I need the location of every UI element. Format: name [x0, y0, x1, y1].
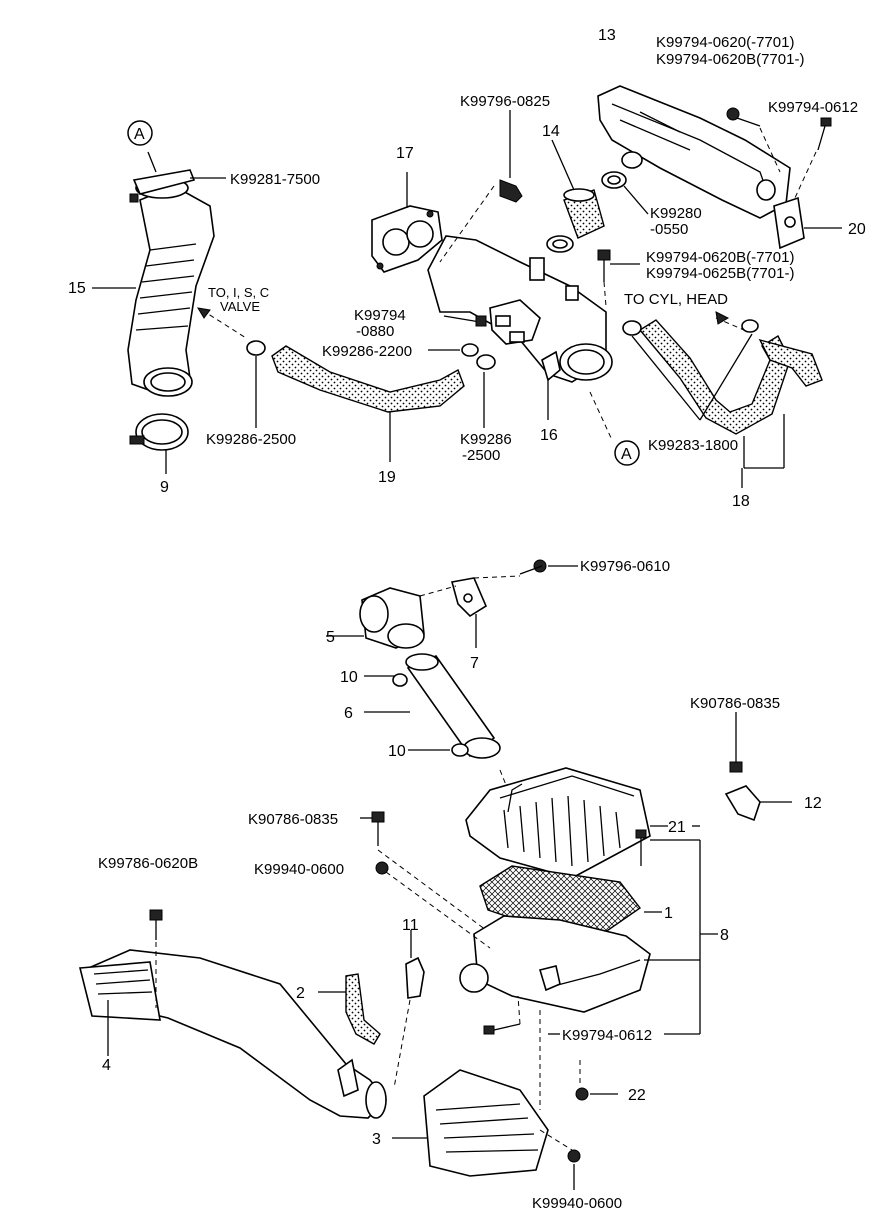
part-14-hose [563, 188, 605, 239]
circle-a-bottom-ring [614, 440, 640, 466]
callout-10-upper: 10 [340, 669, 358, 686]
part-20-bracket [773, 196, 805, 250]
clamp-k99280-b [546, 235, 574, 253]
callout-18: 18 [732, 493, 750, 510]
callout-7: 7 [470, 655, 479, 672]
label-valve: VALVE [220, 299, 260, 314]
bolt-k90786-0835-right [729, 712, 743, 773]
callout-5: 5 [326, 629, 335, 646]
label-k99283-1800: K99283-1800 [648, 437, 738, 454]
part-6-duct [405, 653, 501, 759]
part-5-air-flow-meter [359, 587, 425, 649]
callout-9: 9 [160, 479, 169, 496]
clamp-k99286-2500-mid [476, 354, 496, 370]
part-7-bracket [450, 577, 488, 618]
label-k99786-0620b: K99786-0620B [98, 855, 198, 872]
label-k99286-2500-left: K99286-2500 [206, 431, 296, 448]
label-k99796-0825: K99796-0825 [460, 93, 550, 110]
part-16-intake-pipe [427, 235, 613, 383]
callout-11: 11 [402, 917, 419, 934]
part-13-resonator [597, 85, 791, 219]
nut-k99940-0600-bottom [567, 1149, 581, 1163]
label-to-cyl-head: TO CYL, HEAD [624, 291, 728, 308]
nut-k99940-0600-top [375, 861, 389, 875]
clamp-k99286-2500-left [246, 340, 266, 356]
label-k99794-0625b: K99794-0625B(7701-) [646, 265, 794, 282]
callout-6: 6 [344, 705, 353, 722]
label-k99940-0600-bottom: K99940-0600 [532, 1195, 622, 1212]
label-k99794-0880-suffix: -0880 [356, 323, 394, 340]
part-9-clamp [129, 413, 189, 451]
callout-14: 14 [542, 123, 560, 140]
label-k99796-0610: K99796-0610 [580, 558, 670, 575]
callout-15: 15 [68, 280, 86, 297]
label-k99794-0620-7701: K99794-0620(-7701) [656, 34, 794, 51]
label-k99286-2200: K99286-2200 [322, 343, 412, 360]
part-10-clamp-lower [451, 743, 469, 757]
callout-17: 17 [396, 145, 414, 162]
label-k99281-7500: K99281-7500 [230, 171, 320, 188]
label-k99794-0880: K99794 [354, 307, 406, 324]
part-12-bracket [724, 785, 761, 822]
part-21-bolt [635, 829, 647, 866]
part-15-air-hose [127, 177, 215, 397]
part-17-gasket [371, 205, 443, 273]
circle-a-bottom-letter: A [621, 446, 632, 463]
air-cleaner-case [459, 915, 651, 1013]
callout-19: 19 [378, 469, 396, 486]
callout-20: 20 [848, 221, 866, 238]
bolt-k99796-0825 [499, 110, 523, 203]
label-k99794-0612-top: K99794-0612 [768, 99, 858, 116]
callout-21: 21 [668, 819, 686, 836]
bolt-k99794-0612-bottom [483, 1023, 521, 1035]
callout-3: 3 [372, 1131, 381, 1148]
callout-22: 22 [628, 1087, 646, 1104]
label-k99286-2500-mid-suffix: -2500 [462, 447, 500, 464]
callout-13: 13 [598, 27, 616, 44]
callout-8: 8 [720, 927, 729, 944]
part-1-air-filter [479, 865, 642, 945]
bolt-k99796-0610 [519, 559, 547, 575]
callout-1: 1 [664, 905, 673, 922]
part-2-hose [345, 973, 381, 1045]
bolt-k99794-0612-top [817, 117, 832, 151]
label-k90786-0835-right: K90786-0835 [690, 695, 780, 712]
callout-2: 2 [296, 985, 305, 1002]
bolt-k99794-0620b [597, 249, 640, 282]
part-3-resonator-box [423, 1069, 549, 1177]
label-k90786-0835-left: K90786-0835 [248, 811, 338, 828]
label-k99286-2500-mid: K99286 [460, 431, 512, 448]
callout-16: 16 [540, 427, 558, 444]
part-19-hose [271, 345, 465, 413]
label-k99794-0620b: K99794-0620B(-7701) [646, 249, 794, 266]
bolt-k99794-0620 [726, 107, 761, 127]
bolt-k99786-0620b [149, 909, 163, 940]
clamp-k99280-a [601, 171, 627, 189]
part-18-hose-assembly [622, 319, 823, 435]
label-k99940-0600-top: K99940-0600 [254, 861, 344, 878]
bolt-k99794-0880 [443, 315, 487, 327]
callout-10-lower: 10 [388, 743, 406, 760]
callout-12: 12 [804, 795, 822, 812]
clamp-k99281-7500 [129, 169, 196, 203]
circle-a-top-ring [127, 120, 153, 146]
circle-a-top-letter: A [134, 126, 145, 143]
label-to-isc: TO, I, S, C [208, 285, 269, 300]
part-4-intake-duct [78, 949, 388, 1119]
clamp-k99286-2200 [461, 343, 479, 357]
part-11-fitting [405, 956, 425, 999]
label-k99794-0612-bottom: K99794-0612 [562, 1027, 652, 1044]
label-k99280-suffix: -0550 [650, 221, 688, 238]
label-k99794-0620b-7701: K99794-0620B(7701-) [656, 51, 804, 68]
part-22-nut [575, 1087, 589, 1101]
bolt-k90786-0835-left [371, 811, 385, 846]
air-cleaner-cover [465, 767, 651, 879]
label-k99280: K99280 [650, 205, 702, 222]
callout-4: 4 [102, 1057, 111, 1074]
part-10-clamp-upper [392, 673, 408, 687]
